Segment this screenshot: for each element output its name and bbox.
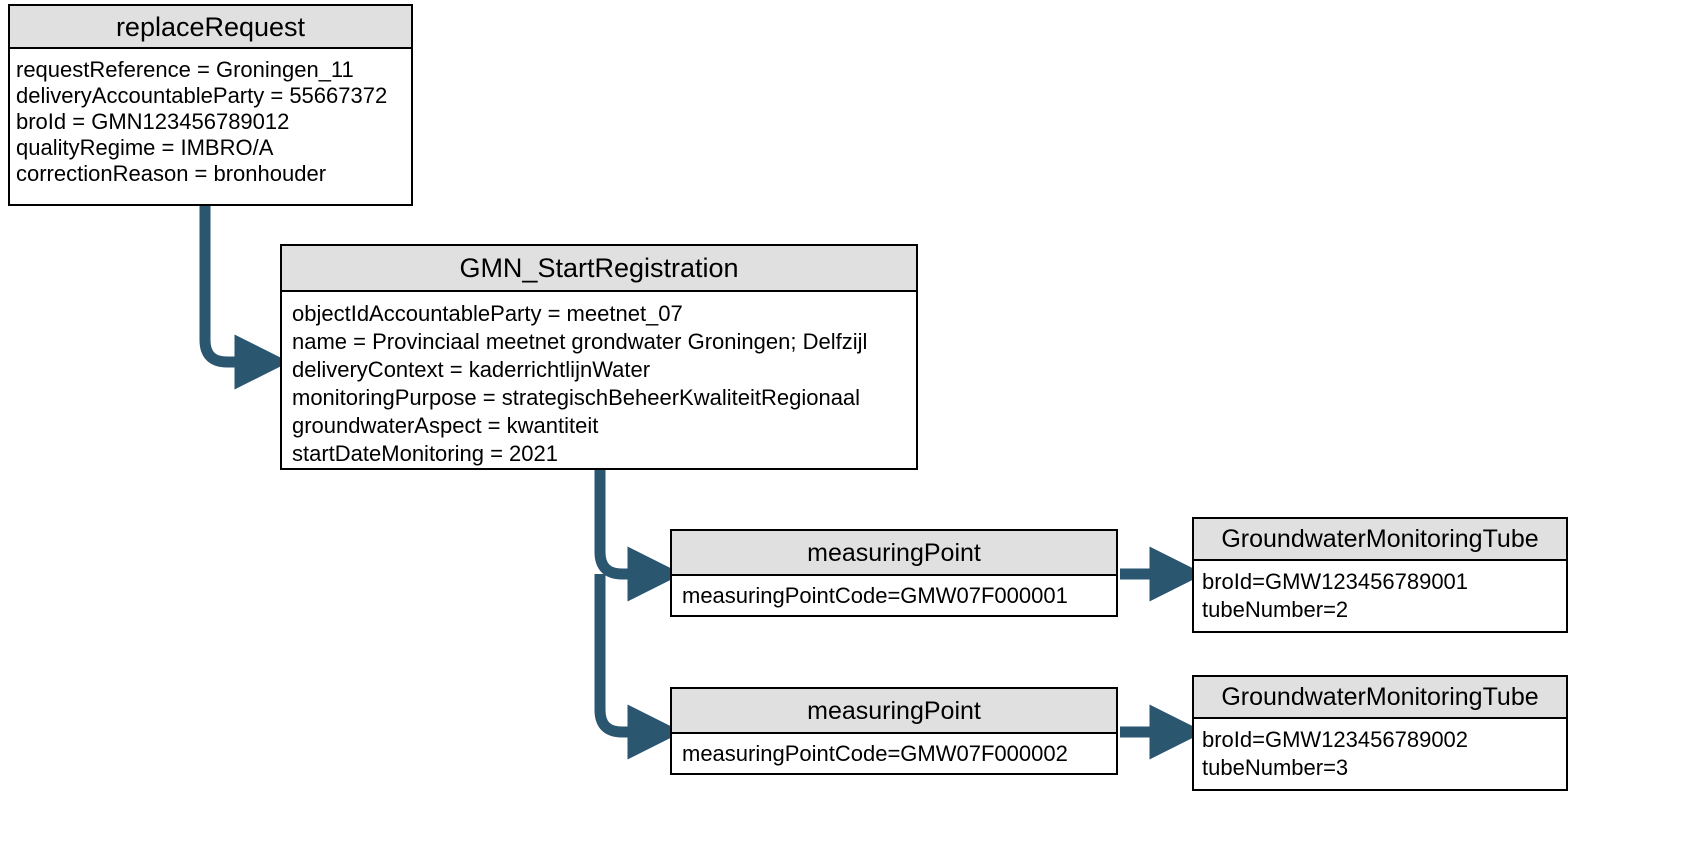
attribute-monitoring-purpose: monitoringPurpose = strategischBeheerKwa… xyxy=(292,385,861,410)
attribute-bro-id: broId=GMW123456789001 xyxy=(1202,569,1469,594)
node-gmn-startregistration-title: GMN_StartRegistration xyxy=(282,246,916,292)
attribute-start-date-monitoring: startDateMonitoring = 2021 xyxy=(292,441,558,466)
attribute-correction-reason: correctionReason = bronhouder xyxy=(16,161,327,186)
attribute-measuring-point-code: measuringPointCode=GMW07F000002 xyxy=(682,741,1068,766)
attribute-object-id-accountable-party: objectIdAccountableParty = meetnet_07 xyxy=(292,301,683,326)
attribute-delivery-accountable-party: deliveryAccountableParty = 55667372 xyxy=(16,83,388,108)
node-measuring-point-1-title: measuringPoint xyxy=(672,531,1116,576)
attribute-delivery-context: deliveryContext = kaderrichtlijnWater xyxy=(292,357,651,382)
node-measuring-point-1[interactable]: measuringPoint measuringPointCode=GMW07F… xyxy=(670,529,1118,617)
attribute-bro-id: broId = GMN123456789012 xyxy=(16,109,290,134)
node-groundwater-monitoring-tube-1-body: broId=GMW123456789001 tubeNumber=2 xyxy=(1194,561,1566,624)
attribute-groundwater-aspect: groundwaterAspect = kwantiteit xyxy=(292,413,599,438)
node-replace-request-title: replaceRequest xyxy=(10,6,411,49)
node-measuring-point-2-body: measuringPointCode=GMW07F000002 xyxy=(672,734,1116,768)
connector-replace-request-to-gmn-startregistration xyxy=(199,206,290,390)
attribute-bro-id: broId=GMW123456789002 xyxy=(1202,727,1469,752)
node-measuring-point-1-body: measuringPointCode=GMW07F000001 xyxy=(672,576,1116,610)
attribute-measuring-point-code: measuringPointCode=GMW07F000001 xyxy=(682,583,1068,608)
attribute-request-reference: requestReference = Groningen_11 xyxy=(16,57,354,82)
attribute-name: name = Provinciaal meetnet grondwater Gr… xyxy=(292,329,868,354)
attribute-quality-regime: qualityRegime = IMBRO/A xyxy=(16,135,274,160)
node-measuring-point-2-title: measuringPoint xyxy=(672,689,1116,734)
node-groundwater-monitoring-tube-1-title: GroundwaterMonitoringTube xyxy=(1194,519,1566,561)
node-gmn-startregistration[interactable]: GMN_StartRegistration objectIdAccountabl… xyxy=(280,244,918,470)
node-groundwater-monitoring-tube-1[interactable]: GroundwaterMonitoringTube broId=GMW12345… xyxy=(1192,517,1568,633)
attribute-tube-number: tubeNumber=3 xyxy=(1202,755,1349,780)
node-measuring-point-2[interactable]: measuringPoint measuringPointCode=GMW07F… xyxy=(670,687,1118,775)
node-groundwater-monitoring-tube-2-body: broId=GMW123456789002 tubeNumber=3 xyxy=(1194,719,1566,782)
attribute-tube-number: tubeNumber=2 xyxy=(1202,597,1349,622)
node-groundwater-monitoring-tube-2[interactable]: GroundwaterMonitoringTube broId=GMW12345… xyxy=(1192,675,1568,791)
connector-gmn-startregistration-to-measuring-point-1 xyxy=(594,470,683,602)
node-groundwater-monitoring-tube-2-title: GroundwaterMonitoringTube xyxy=(1194,677,1566,719)
node-gmn-startregistration-body: objectIdAccountableParty = meetnet_07 na… xyxy=(282,292,916,468)
node-replace-request-body: requestReference = Groningen_11 delivery… xyxy=(10,49,411,187)
connector-gmn-startregistration-to-measuring-point-2 xyxy=(594,574,683,760)
node-replace-request[interactable]: replaceRequest requestReference = Gronin… xyxy=(8,4,413,206)
